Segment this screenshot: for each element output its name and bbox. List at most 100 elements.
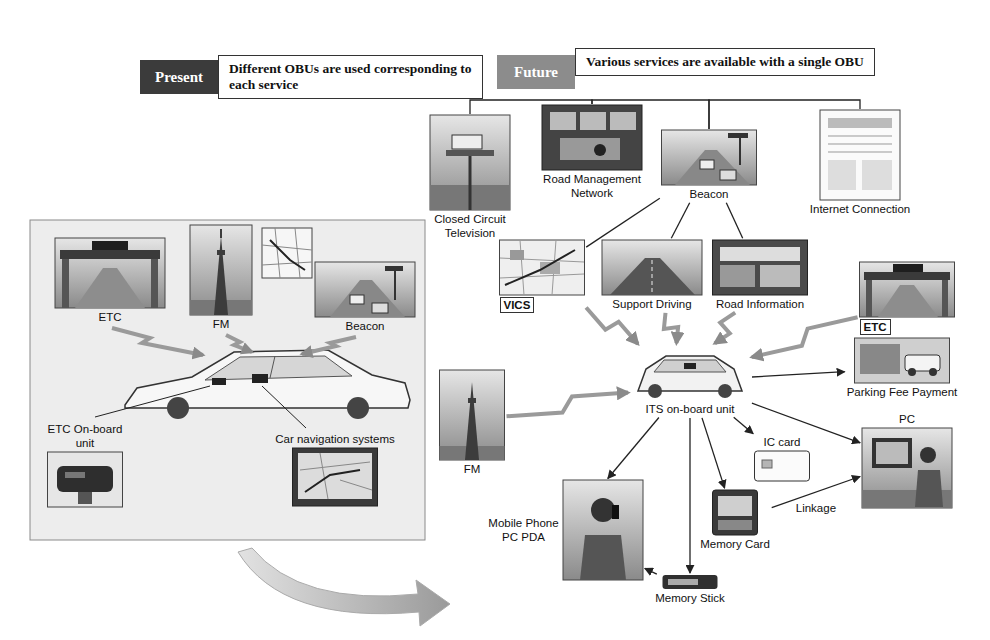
road-management-picture [550, 112, 576, 130]
internet-picture [820, 110, 900, 200]
car-navigation-picture [305, 470, 360, 492]
parking-picture [860, 344, 900, 374]
parking-picture [855, 338, 950, 383]
photo-area [602, 240, 702, 295]
heading-text: Present [155, 69, 203, 86]
caption-text: Memory Card [700, 537, 770, 551]
leader-line [262, 386, 306, 428]
road-management-picture [594, 144, 606, 156]
internet-picture [828, 160, 856, 190]
connector [752, 372, 845, 377]
fm-tower-picture [220, 229, 222, 238]
etc-gate-picture [75, 268, 145, 308]
cctv-photo: Closed Circuit Television [423, 115, 518, 240]
beacon-picture [315, 262, 415, 317]
beacon-photo: Beacon [662, 130, 757, 201]
cctv-picture [430, 115, 510, 210]
etc-gate-picture [860, 262, 955, 317]
fm-tower-picture [190, 225, 252, 315]
photo-area [48, 452, 123, 507]
caption-text: IC card [763, 435, 800, 449]
internet-picture [820, 110, 900, 200]
connector [470, 100, 592, 114]
support-driving-photo: Support Driving [602, 240, 702, 311]
beacon-picture [662, 130, 757, 185]
beacon-picture [350, 295, 364, 304]
vics-map-picture [510, 250, 524, 260]
memory-stick-photo: Memory Stick [655, 575, 725, 605]
pc-picture [862, 428, 952, 508]
car-outline [125, 350, 410, 419]
road-information-photo: Road Information [713, 240, 808, 311]
radio-wave-arrow [112, 328, 203, 355]
cctv-picture [430, 115, 510, 210]
etc-gate-picture [860, 262, 955, 317]
internet-picture [862, 160, 892, 190]
etc-gate-photo: ETC [55, 238, 165, 324]
caption-text: PC [899, 412, 915, 426]
section-tag: Present [140, 60, 218, 94]
beacon-photo: Beacon [315, 262, 415, 333]
memory-card-picture [713, 490, 758, 535]
parking-picture [855, 338, 950, 383]
map-picture [262, 228, 312, 278]
fm-tower-picture [217, 250, 225, 255]
photo-area [855, 338, 950, 383]
photo-area [862, 428, 952, 508]
obu-picture [57, 466, 113, 492]
car-outline [252, 374, 268, 383]
etc-gate-picture [55, 238, 165, 308]
connector [586, 198, 660, 247]
photo-area [55, 238, 165, 308]
section-tag: Future [497, 55, 575, 89]
support-driving-picture [602, 240, 702, 295]
wireless-link [586, 308, 638, 344]
connector [608, 418, 659, 479]
beacon-picture [385, 266, 403, 271]
road-management-picture [580, 112, 606, 130]
obu-picture [65, 472, 85, 478]
cctv-picture [452, 135, 482, 149]
section-heading: Different OBUs are used corresponding to… [218, 55, 483, 99]
car-navigation-picture [293, 448, 378, 506]
caption-text: FM [213, 317, 230, 331]
beacon-picture [394, 268, 396, 300]
internet-picture [828, 118, 892, 128]
road-information-picture [720, 265, 755, 287]
car-navigation-photo: Car navigation systems [275, 432, 395, 506]
beacon-picture [720, 170, 736, 180]
beacon-picture [662, 130, 757, 185]
etc-gate-picture [893, 264, 923, 272]
parking-picture [929, 368, 937, 376]
ic-card-photo: IC card [755, 435, 810, 481]
leader-line [95, 386, 306, 428]
road-information-picture [713, 240, 808, 295]
memory-stick-picture [663, 575, 718, 589]
etc-gate-picture [60, 250, 160, 259]
obu-picture [48, 452, 123, 507]
obu-photo: ETC On-board unit [45, 422, 125, 507]
map-picture [262, 228, 312, 278]
internet-picture [828, 136, 892, 152]
fm-tower-picture [440, 370, 505, 460]
its-obu-car: ITS on-board unit [630, 345, 750, 416]
car-picture [718, 384, 732, 398]
connector [671, 203, 689, 238]
transition-arrow [238, 548, 450, 626]
fm-tower-picture [440, 370, 505, 460]
connector [726, 203, 742, 238]
caption-text: ETC [99, 310, 122, 324]
caption-text: Internet Connection [810, 202, 910, 216]
memory-card-picture [718, 496, 752, 516]
pc-picture [920, 447, 936, 463]
beacon-picture [700, 160, 714, 169]
ic-card-picture [755, 451, 810, 481]
beacon-picture [330, 280, 405, 317]
photo-area [315, 262, 415, 317]
support-driving-picture [610, 258, 695, 295]
car-outline [212, 378, 226, 385]
photo-area [430, 115, 510, 210]
present-panel [30, 220, 425, 540]
beacon-picture [739, 135, 741, 165]
